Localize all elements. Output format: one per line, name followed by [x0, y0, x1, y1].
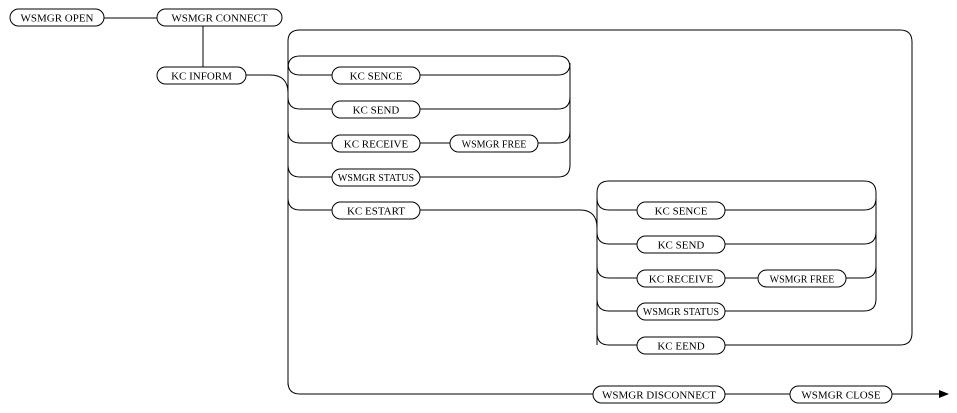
node-label: KC INFORM [171, 71, 232, 83]
node-label: KC SEND [658, 240, 705, 252]
node-label: KC ESTART [347, 206, 405, 218]
branch-sence-2-out [725, 197, 877, 211]
node-label: WSMGR OPEN [20, 13, 93, 25]
branch-eend [596, 332, 637, 346]
node-kc-receive-2: KC RECEIVE [636, 269, 726, 288]
outer-loop [287, 29, 913, 385]
node-wsmgr-free-1: WSMGR FREE [449, 134, 539, 153]
node-wsmgr-connect: WSMGR CONNECT [156, 8, 283, 27]
branch-sence-2 [596, 197, 637, 211]
node-label: WSMGR FREE [770, 275, 835, 286]
node-label: WSMGR FREE [462, 140, 527, 151]
branch-estart [287, 197, 332, 211]
node-kc-estart: KC ESTART [331, 201, 421, 220]
connection-wires [104, 17, 949, 398]
node-kc-send-1: KC SEND [331, 100, 421, 119]
node-label: WSMGR CONNECT [171, 13, 268, 25]
node-label: KC RECEIVE [649, 274, 714, 286]
inner-loop-2 [596, 180, 877, 345]
node-kc-eend: KC EEND [636, 336, 726, 355]
node-kc-inform: KC INFORM [156, 66, 247, 85]
node-kc-send-2: KC SEND [636, 235, 726, 254]
branch-send-2-out [725, 231, 877, 245]
branch-status-1 [287, 164, 332, 178]
branch-send-1-out [420, 96, 571, 110]
node-label: KC SEND [353, 105, 400, 117]
branch-send-2 [596, 231, 637, 245]
node-wsmgr-open: WSMGR OPEN [9, 8, 105, 27]
branch-send-1 [287, 96, 332, 110]
node-wsmgr-status-1: WSMGR STATUS [331, 168, 421, 187]
branch-receive-1-out [538, 130, 571, 144]
branch-receive-1 [287, 130, 332, 144]
node-label: WSMGR STATUS [643, 307, 719, 318]
branch-sence-1 [287, 62, 332, 76]
node-label: KC EEND [657, 341, 704, 353]
branch-sence-1-out [420, 62, 571, 76]
node-label: WSMGR CLOSE [801, 390, 880, 402]
node-label: KC RECEIVE [344, 139, 409, 151]
node-wsmgr-disconnect: WSMGR DISCONNECT [592, 385, 726, 404]
node-kc-receive-1: KC RECEIVE [331, 134, 421, 153]
wire-estart-group [420, 209, 598, 229]
inner-loop-1 [287, 55, 571, 178]
node-wsmgr-status-2: WSMGR STATUS [636, 302, 726, 321]
node-wsmgr-free-2: WSMGR FREE [757, 269, 847, 288]
node-wsmgr-close: WSMGR CLOSE [789, 385, 893, 404]
node-label: KC SENCE [655, 206, 708, 218]
node-label: KC SENCE [350, 71, 403, 83]
node-kc-sence-2: KC SENCE [636, 201, 726, 220]
wire-to-disconnect [287, 381, 593, 395]
node-label: WSMGR DISCONNECT [602, 390, 716, 402]
branch-status-2 [596, 298, 637, 312]
node-kc-sence-1: KC SENCE [331, 66, 421, 85]
branch-receive-2-out [846, 265, 877, 279]
branch-receive-2 [596, 265, 637, 279]
wire-inform-branch [246, 74, 289, 94]
node-label: WSMGR STATUS [338, 173, 414, 184]
